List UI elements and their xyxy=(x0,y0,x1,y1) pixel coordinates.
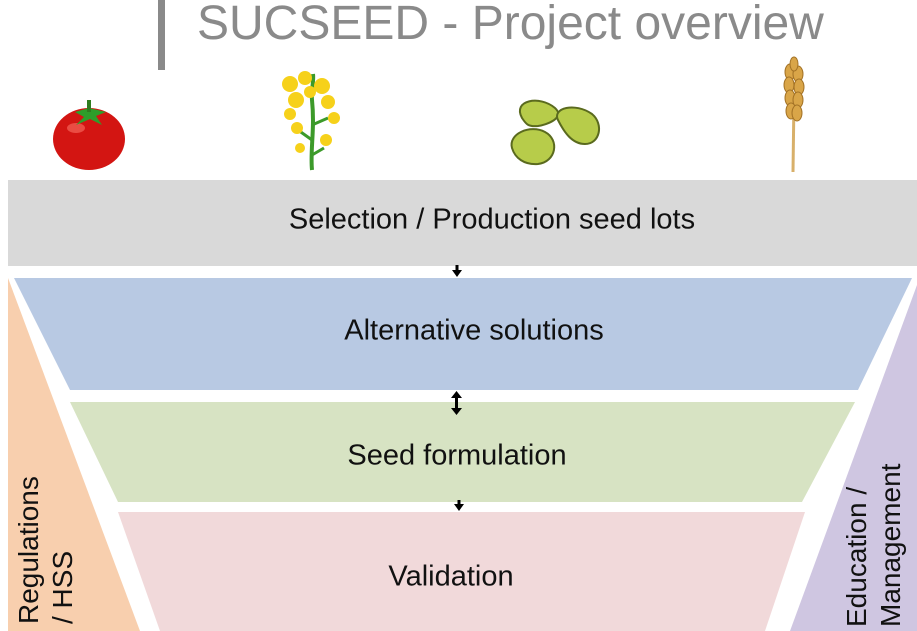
arrow-double-icon xyxy=(451,391,462,415)
arrow-down-icon xyxy=(454,500,464,511)
wheat-icon xyxy=(783,56,805,173)
regulations-label-line1: Regulations xyxy=(13,476,44,624)
alternatives-band xyxy=(14,278,912,390)
regulations-label-line2: / HSS xyxy=(47,550,78,624)
education-band xyxy=(790,285,917,631)
tomato-icon xyxy=(53,100,125,170)
validation-band xyxy=(118,512,805,631)
stage-selection-label: Selection / Production seed lots xyxy=(288,203,696,236)
bean-icon xyxy=(510,99,601,166)
regulations-band xyxy=(8,278,140,631)
stage-alternatives-label: Alternative solutions xyxy=(344,314,604,347)
stage-validation-label: Validation xyxy=(388,560,514,593)
arrow-down-icon xyxy=(452,265,462,277)
regulations-label: Regulations / HSS xyxy=(12,476,80,624)
education-label-line1: Education / xyxy=(841,486,872,627)
rapeseed-flower-icon xyxy=(282,71,340,171)
title-accent-bar xyxy=(158,0,165,70)
education-label-line2: Management xyxy=(875,463,906,627)
education-label: Education / Management xyxy=(840,464,908,627)
stage-formulation-label: Seed formulation xyxy=(347,439,567,472)
selection-band xyxy=(8,180,917,266)
page-title: SUCSEED - Project overview xyxy=(197,0,824,50)
formulation-band xyxy=(70,402,855,502)
